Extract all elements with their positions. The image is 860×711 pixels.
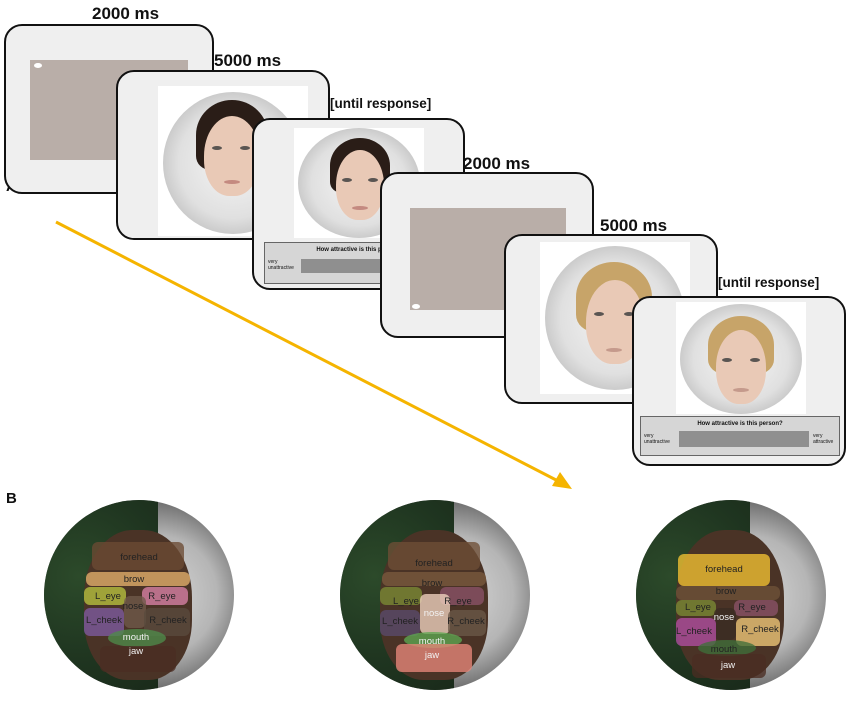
roi-mouth (698, 640, 756, 656)
roi-nose (124, 596, 146, 628)
roi-jaw (100, 646, 176, 672)
label-mouth: mouth (418, 636, 446, 647)
rating-left-label: very unattractive (268, 259, 294, 271)
right-eye (750, 358, 760, 362)
roi-r-eye (734, 600, 778, 616)
timing-label-2: 5000 ms (214, 51, 282, 70)
label-jaw: jaw (424, 650, 440, 661)
face (716, 330, 766, 404)
roi-face-3: forehead brow L_eye R_eye nose L_cheek R… (636, 500, 826, 690)
rating-question: How attractive is this person? (316, 247, 402, 253)
label-mouth: mouth (122, 632, 150, 643)
roi-r-eye (142, 587, 188, 605)
rating-left-label-line1: very (268, 259, 278, 265)
right-eye (368, 178, 378, 182)
timing-label-3: [until response] (330, 96, 432, 111)
rating-left-label-line1: very (644, 433, 654, 439)
rating-left-label-line2: unattractive (268, 265, 294, 271)
label-r-eye: R_eye (444, 596, 472, 607)
roi-forehead (388, 542, 480, 570)
label-jaw: jaw (128, 646, 144, 657)
left-eye (722, 358, 732, 362)
roi-forehead (92, 542, 184, 570)
right-eye (624, 312, 634, 316)
rating-left-label: very unattractive (644, 433, 670, 445)
timing-label-4: 2000 ms (463, 154, 531, 173)
roi-jaw (396, 644, 472, 672)
roi-brow (86, 572, 190, 586)
label-r-cheek: R_cheek (741, 624, 779, 635)
label-l-cheek: L_cheek (382, 616, 418, 627)
label-nose: nose (713, 612, 735, 623)
label-brow: brow (123, 574, 145, 585)
label-forehead: forehead (705, 564, 743, 575)
label-r-eye: R_eye (148, 591, 176, 602)
label-r-eye: R_eye (738, 602, 766, 613)
label-brow: brow (421, 578, 443, 589)
rating-panel: How attractive is this person? very unat… (640, 416, 840, 456)
roi-brow (382, 572, 486, 586)
label-brow: brow (715, 586, 737, 597)
roi-face-2: forehead brow L_eye R_eye nose L_cheek R… (340, 500, 530, 690)
label-nose: nose (423, 608, 445, 619)
timing-label-1: 2000 ms (92, 4, 160, 23)
screen-rating-male: How attractive is this person? very unat… (632, 296, 846, 466)
label-l-cheek: L_cheek (86, 615, 122, 626)
label-l-cheek: L_cheek (676, 626, 712, 637)
label-r-cheek: R_cheek (447, 616, 485, 627)
screen-face-male (504, 234, 718, 404)
label-r-cheek: R_cheek (149, 615, 187, 626)
label-jaw: jaw (720, 660, 736, 671)
fixation-dot (412, 304, 420, 309)
panel-b-letter: B (6, 490, 17, 507)
label-l-eye: L_eye (393, 596, 419, 607)
timing-label-5: 5000 ms (600, 216, 668, 235)
right-eye (240, 146, 250, 150)
left-eye (212, 146, 222, 150)
roi-l-eye (380, 587, 422, 605)
rating-scale-bar[interactable] (679, 431, 809, 447)
roi-l-eye (84, 587, 126, 605)
left-eye (594, 312, 604, 316)
timing-label-6: [until response] (718, 275, 820, 290)
fixation-dot (34, 63, 42, 68)
label-forehead: forehead (415, 558, 453, 569)
lips (606, 348, 622, 352)
lips (224, 180, 240, 184)
roi-mouth (108, 629, 166, 647)
rating-right-label-line2: attractive (813, 439, 834, 445)
label-l-eye: L_eye (685, 602, 711, 613)
roi-brow (676, 586, 780, 600)
lips (352, 206, 368, 210)
roi-l-eye (676, 600, 716, 616)
roi-forehead (678, 554, 770, 586)
label-mouth: mouth (710, 644, 738, 655)
rating-right-label: very attractive (813, 433, 833, 445)
lips (733, 388, 749, 392)
roi-jaw (692, 654, 766, 678)
roi-r-eye (440, 587, 484, 605)
rating-question: How attractive is this person? (697, 421, 783, 427)
rating-right-label-line1: very (813, 433, 823, 439)
roi-nose (714, 608, 736, 640)
label-forehead: forehead (120, 552, 158, 563)
roi-l-cheek (380, 610, 420, 636)
label-l-eye: L_eye (95, 591, 121, 602)
left-eye (342, 178, 352, 182)
roi-r-cheek (448, 610, 486, 636)
roi-nose (420, 594, 450, 634)
roi-face-1: forehead brow L_eye R_eye nose L_cheek R… (44, 500, 234, 690)
image-area (676, 302, 806, 414)
label-nose: nose (122, 601, 144, 612)
rating-left-label-line2: unattractive (644, 439, 670, 445)
